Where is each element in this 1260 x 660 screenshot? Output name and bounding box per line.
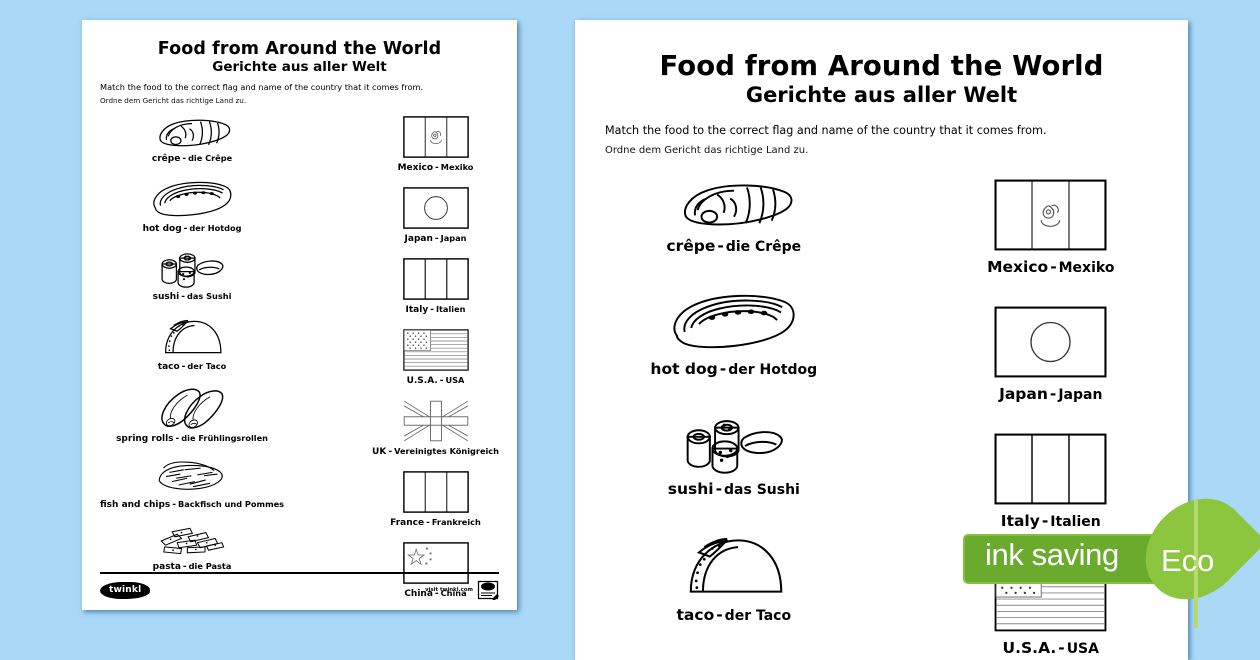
page-title-de: Gerichte aus aller Welt <box>745 82 1018 107</box>
instruction-en: Match the food to the correct flag and n… <box>100 82 424 92</box>
country-item[interactable]: France-Frankreich <box>390 471 481 528</box>
taco-icon <box>689 537 783 593</box>
leaf-vein-icon <box>1194 500 1198 628</box>
page-title-en: Food from Around the World <box>659 50 1104 82</box>
food-item[interactable]: taco-der Taco <box>605 532 863 624</box>
food-label: spring rolls-die Frühlingsrollen <box>116 433 268 445</box>
sushi-icon <box>161 253 224 289</box>
instruction-de: Ordne dem Gericht das richtige Land zu. <box>605 145 809 157</box>
country-item[interactable]: China-China <box>402 542 469 600</box>
twinkl-worksheet-icon <box>477 580 499 600</box>
flag-japan-icon <box>402 187 469 230</box>
matching-columns: crêpe-die Crêpe <box>100 116 499 610</box>
food-item[interactable]: sushi-das Sushi <box>100 248 284 302</box>
country-label: China-China <box>404 588 467 600</box>
food-label: hot dog-der Hotdog <box>650 359 818 378</box>
hotdog-icon <box>153 182 232 217</box>
hotdog-icon <box>673 294 795 349</box>
country-label: Mexico-Mexiko <box>987 257 1115 276</box>
flag-france-icon <box>402 471 469 514</box>
food-item[interactable]: hot dog-der Hotdog <box>100 178 284 234</box>
instruction-de: Ordne dem Gericht das richtige Land zu. <box>100 95 247 105</box>
instructions: Match the food to the correct flag and n… <box>605 123 1158 159</box>
ink-saving-eco-badge: ink saving Eco <box>963 478 1260 628</box>
country-item[interactable]: UK-Vereinigtes Königreich <box>372 400 499 457</box>
food-label: pasta-die Pasta <box>152 561 232 573</box>
flag-mexico-icon <box>994 179 1107 251</box>
food-item[interactable]: crêpe-die Crêpe <box>605 179 863 255</box>
country-label: France-Frankreich <box>390 517 481 529</box>
food-item[interactable]: sushi-das Sushi <box>605 412 863 498</box>
crepe-icon <box>159 119 231 147</box>
food-item[interactable]: taco-der Taco <box>100 316 284 372</box>
country-label: Japan-Japan <box>404 233 467 245</box>
country-item[interactable]: Italy-Italien <box>994 433 1107 530</box>
page-title-de: Gerichte aus aller Welt <box>212 58 387 75</box>
country-column: Mexico-Mexiko Japan-Japan <box>372 116 499 610</box>
country-label: UK-Vereinigtes Königreich <box>372 446 499 458</box>
country-item[interactable]: Japan-Japan <box>402 187 469 245</box>
food-label: crêpe-die Crêpe <box>666 236 802 255</box>
spring-rolls-icon <box>161 388 224 429</box>
country-label: Italy-Italien <box>405 304 466 316</box>
flag-usa-icon <box>402 329 469 372</box>
instructions: Match the food to the correct flag and n… <box>100 82 499 106</box>
eco-badge-leaf-label: Eco <box>1161 543 1215 578</box>
food-item[interactable]: hot dog-der Hotdog <box>605 289 863 378</box>
food-column: crêpe-die Crêpe <box>605 179 863 660</box>
food-item[interactable]: pasta-die Pasta <box>100 524 284 572</box>
food-label: fish and chips-Backfisch und Pommes <box>100 499 285 511</box>
worksheet-page-thumbnail[interactable]: Food from Around the World Gerichte aus … <box>82 20 517 610</box>
flag-china-icon <box>402 542 469 585</box>
sushi-icon <box>686 420 783 474</box>
food-item[interactable]: fish and chips-Backfisch und Pommes <box>100 458 284 510</box>
food-label: sushi-das Sushi <box>667 479 800 498</box>
page-title-en: Food from Around the World <box>157 39 442 59</box>
country-item[interactable]: Japan-Japan <box>994 306 1107 403</box>
flag-mexico-icon <box>402 116 469 159</box>
visit-twinkl-text[interactable]: visit twinkl.com <box>425 587 473 593</box>
country-label: U.S.A.-USA <box>1002 638 1099 657</box>
food-label: crêpe-die Crêpe <box>151 153 233 165</box>
country-item[interactable]: Mexico-Mexiko <box>987 179 1114 276</box>
food-label: taco-der Taco <box>676 605 792 624</box>
country-item[interactable]: U.S.A.-USA <box>402 329 469 387</box>
country-label: Italy-Italien <box>1000 511 1101 530</box>
taco-icon <box>164 320 222 354</box>
food-label: taco-der Taco <box>157 361 227 373</box>
country-label: U.S.A.-USA <box>406 375 465 387</box>
twinkl-logo[interactable]: twinkl <box>100 581 151 599</box>
flag-italy-icon <box>994 433 1107 505</box>
food-item[interactable]: spring rolls-die Frühlingsrollen <box>100 386 284 444</box>
crepe-icon <box>683 184 793 226</box>
flag-italy-icon <box>402 258 469 301</box>
food-label: hot dog-der Hotdog <box>142 223 242 235</box>
food-column: crêpe-die Crêpe <box>100 116 284 586</box>
country-item[interactable]: Italy-Italien <box>402 258 469 316</box>
flag-japan-icon <box>994 306 1107 378</box>
food-label: sushi-das Sushi <box>152 291 232 303</box>
page-footer: twinkl visit twinkl.com <box>100 572 499 600</box>
instruction-en: Match the food to the correct flag and n… <box>605 124 1047 138</box>
pasta-icon <box>160 528 225 555</box>
footer-visit-group: visit twinkl.com <box>425 580 499 600</box>
eco-badge-bar-label: ink saving <box>985 537 1119 572</box>
fish-and-chips-icon <box>158 461 223 491</box>
country-label: Mexico-Mexiko <box>397 162 474 174</box>
country-item[interactable]: Mexico-Mexiko <box>397 116 474 174</box>
country-label: Japan-Japan <box>999 384 1103 403</box>
flag-united-kingdom-icon <box>402 400 469 443</box>
food-item[interactable]: crêpe-die Crêpe <box>100 116 284 164</box>
